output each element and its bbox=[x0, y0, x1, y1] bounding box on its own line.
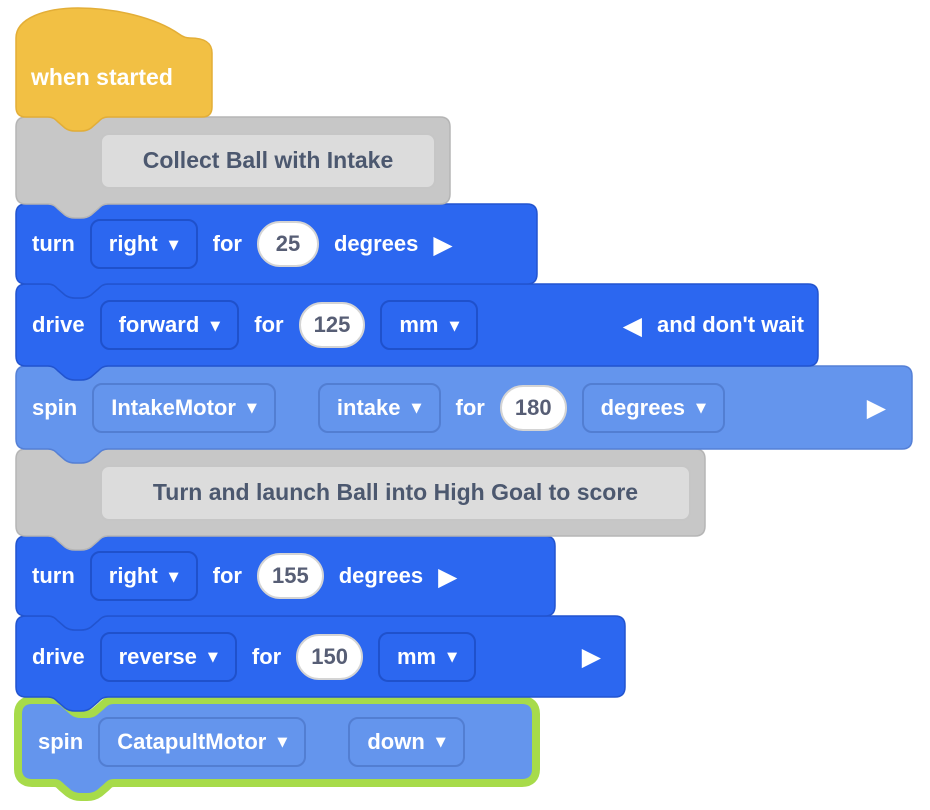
dropdown-caret-icon: ▼ bbox=[447, 650, 458, 665]
expand-arrow-icon[interactable]: ▶ bbox=[581, 642, 601, 671]
drive-keyword-label: drive bbox=[32, 312, 85, 337]
comment-text: Collect Ball with Intake bbox=[142, 147, 394, 173]
drive-distance-input[interactable]: 150 bbox=[296, 633, 363, 680]
drive-unit-dropdown[interactable]: mm ▼ bbox=[377, 631, 477, 682]
dropdown-caret-icon: ▼ bbox=[435, 735, 446, 750]
drive-direction-dropdown[interactable]: forward ▼ bbox=[99, 300, 240, 350]
spin-motor-value: CatapultMotor bbox=[117, 728, 267, 754]
spin-motor-dropdown[interactable]: CatapultMotor ▼ bbox=[98, 716, 307, 767]
spin-direction-value: down bbox=[367, 728, 425, 754]
spin-motor-dropdown[interactable]: IntakeMotor ▼ bbox=[92, 382, 276, 433]
spin-motor-value: IntakeMotor bbox=[111, 394, 236, 420]
drive-direction-value: forward bbox=[118, 312, 200, 337]
drive-direction-value: reverse bbox=[118, 643, 197, 669]
dropdown-caret-icon: ▼ bbox=[168, 237, 179, 253]
for-label: for bbox=[251, 643, 282, 669]
drive-keyword-label: drive bbox=[32, 643, 85, 669]
turn-direction-dropdown[interactable]: right ▼ bbox=[89, 219, 198, 269]
spin-direction-value: intake bbox=[336, 394, 401, 420]
turn-keyword-label: turn bbox=[32, 563, 75, 588]
drive-unit-value: mm bbox=[399, 312, 439, 337]
degrees-label: degrees bbox=[338, 563, 424, 588]
expand-arrow-icon[interactable]: ▶ bbox=[866, 393, 886, 422]
for-label: for bbox=[455, 394, 485, 420]
turn-degrees-input[interactable]: 25 bbox=[256, 221, 319, 267]
dropdown-caret-icon: ▼ bbox=[449, 318, 460, 334]
drive-direction-dropdown[interactable]: reverse ▼ bbox=[99, 631, 237, 682]
spin-unit-value: degrees bbox=[600, 394, 685, 420]
for-label: for bbox=[212, 231, 242, 256]
dont-wait-label: and don't wait bbox=[657, 312, 804, 337]
drive-block[interactable]: drive reverse ▼ for 150 mm ▼ ▶ bbox=[15, 615, 626, 712]
comment-block[interactable]: Collect Ball with Intake bbox=[15, 116, 451, 219]
drive-distance-input[interactable]: 125 bbox=[298, 302, 366, 348]
turn-direction-value: right bbox=[108, 563, 158, 588]
drive-unit-dropdown[interactable]: mm ▼ bbox=[380, 300, 479, 350]
turn-keyword-label: turn bbox=[32, 231, 75, 256]
spin-unit-dropdown[interactable]: degrees ▼ bbox=[581, 382, 725, 433]
turn-direction-value: right bbox=[108, 231, 158, 256]
turn-direction-dropdown[interactable]: right ▼ bbox=[89, 551, 198, 601]
turn-block[interactable]: turn right ▼ for 25 degrees ▶ bbox=[15, 203, 538, 299]
spin-keyword-label: spin bbox=[32, 394, 78, 420]
dropdown-caret-icon: ▼ bbox=[246, 401, 257, 416]
spin-block-executing[interactable]: spin CatapultMotor ▼ down ▼ bbox=[14, 696, 540, 801]
spin-direction-dropdown[interactable]: intake ▼ bbox=[317, 382, 441, 433]
dropdown-caret-icon: ▼ bbox=[207, 650, 218, 665]
collapse-arrow-icon[interactable]: ◀ bbox=[622, 310, 642, 340]
for-label: for bbox=[212, 563, 242, 588]
turn-degrees-input[interactable]: 155 bbox=[256, 553, 324, 599]
drive-block[interactable]: drive forward ▼ for 125 mm ▼ ◀ and don't… bbox=[15, 283, 819, 381]
turn-block[interactable]: turn right ▼ for 155 degrees ▶ bbox=[15, 535, 556, 631]
spin-direction-dropdown[interactable]: down ▼ bbox=[348, 716, 465, 767]
comment-text-input[interactable]: Turn and launch Ball into High Goal to s… bbox=[100, 464, 691, 521]
comment-text: Turn and launch Ball into High Goal to s… bbox=[152, 479, 639, 505]
spin-amount-input[interactable]: 180 bbox=[499, 384, 567, 431]
dropdown-caret-icon: ▼ bbox=[411, 401, 422, 416]
expand-arrow-icon[interactable]: ▶ bbox=[433, 229, 453, 259]
dropdown-caret-icon: ▼ bbox=[695, 401, 706, 416]
expand-arrow-icon[interactable]: ▶ bbox=[438, 561, 458, 591]
spin-block[interactable]: spin IntakeMotor ▼ intake ▼ for 180 degr… bbox=[15, 365, 913, 464]
dropdown-caret-icon: ▼ bbox=[210, 318, 221, 334]
degrees-label: degrees bbox=[333, 231, 419, 256]
for-label: for bbox=[254, 312, 284, 337]
when-started-hat-block[interactable]: when started bbox=[15, 7, 213, 132]
hat-block-label: when started bbox=[31, 64, 173, 90]
spin-keyword-label: spin bbox=[38, 728, 84, 754]
dropdown-caret-icon: ▼ bbox=[168, 569, 179, 585]
comment-block[interactable]: Turn and launch Ball into High Goal to s… bbox=[15, 448, 706, 551]
comment-text-input[interactable]: Collect Ball with Intake bbox=[100, 132, 436, 189]
dropdown-caret-icon: ▼ bbox=[277, 735, 288, 750]
drive-unit-value: mm bbox=[396, 643, 437, 669]
